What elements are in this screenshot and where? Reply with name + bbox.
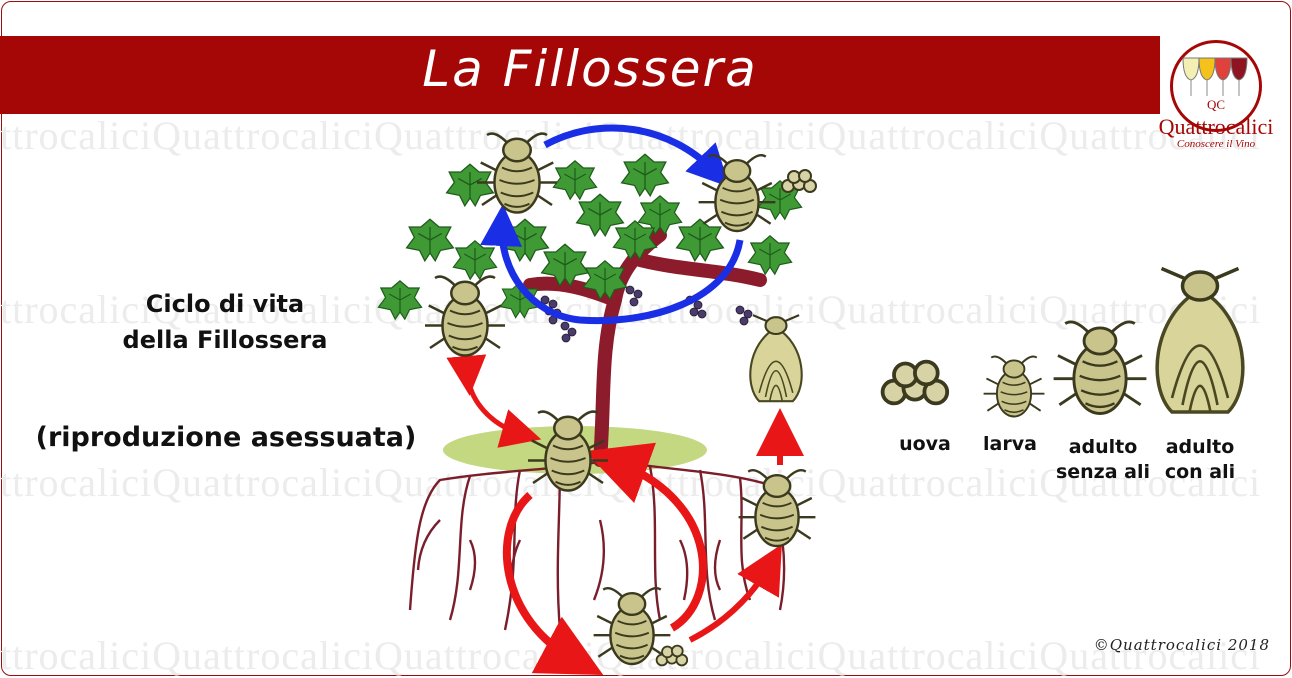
legend-wingless-line1: adulto [1068,436,1138,458]
nymph-insect [737,469,817,548]
eggs-icon [880,359,950,406]
root-transfer-arrow [446,354,542,448]
larva-icon [982,355,1046,418]
root-emergence-arrow [688,544,782,643]
legend-eggs-label: uova [899,433,951,455]
legend-winged-adult-label: adulto con ali [1150,435,1250,485]
brand-tagline: Conoscere il Vino [1176,138,1256,150]
logo-badge [1170,40,1262,132]
aerial-cycle-arrow [480,204,744,325]
legend-winged-line2: con ali [1164,461,1236,483]
cycle-heading-line1: Ciclo di vita [145,290,305,318]
brand-name: Quattrocalici [1158,114,1274,139]
wingless-adult-icon [1052,320,1148,415]
copyright-notice: ©Quattrocalici 2018 [1093,636,1270,654]
aerial-cycle-arrow [543,124,730,188]
cycle-heading: Ciclo di vita della Fillossera [80,286,370,358]
cycle-heading-line2: della Fillossera [122,326,328,354]
legend-wingless-line2: senza ali [1055,461,1151,483]
watermark-text: ttrocaliciQuattrocaliciQuattrocaliciQuat… [0,113,1262,158]
legend-larva-label: larva [983,433,1037,455]
watermark-text: ttrocaliciQuattrocaliciQuattrocaliciQuat… [0,287,1262,332]
root-cycle-arrow [502,491,604,676]
page-title: La Fillossera [422,40,758,98]
logo-monogram: QC [1206,97,1226,112]
winged-adult-icon [1155,266,1245,414]
root-cycle-arrow [584,442,707,632]
legend-winged-line1: adulto [1165,436,1235,458]
vine-roots [408,458,786,631]
root-larva-insect [592,587,672,666]
aerial-eggs [781,169,817,193]
legend-wingless-adult-label: adulto senza ali [1045,435,1161,485]
root-eggs [655,644,689,667]
title-banner [0,36,1160,114]
winged-adult-insect [749,314,803,403]
leaf-larva-insect [423,275,507,357]
cycle-subheading: (riproduzione asessuata) [35,422,417,453]
